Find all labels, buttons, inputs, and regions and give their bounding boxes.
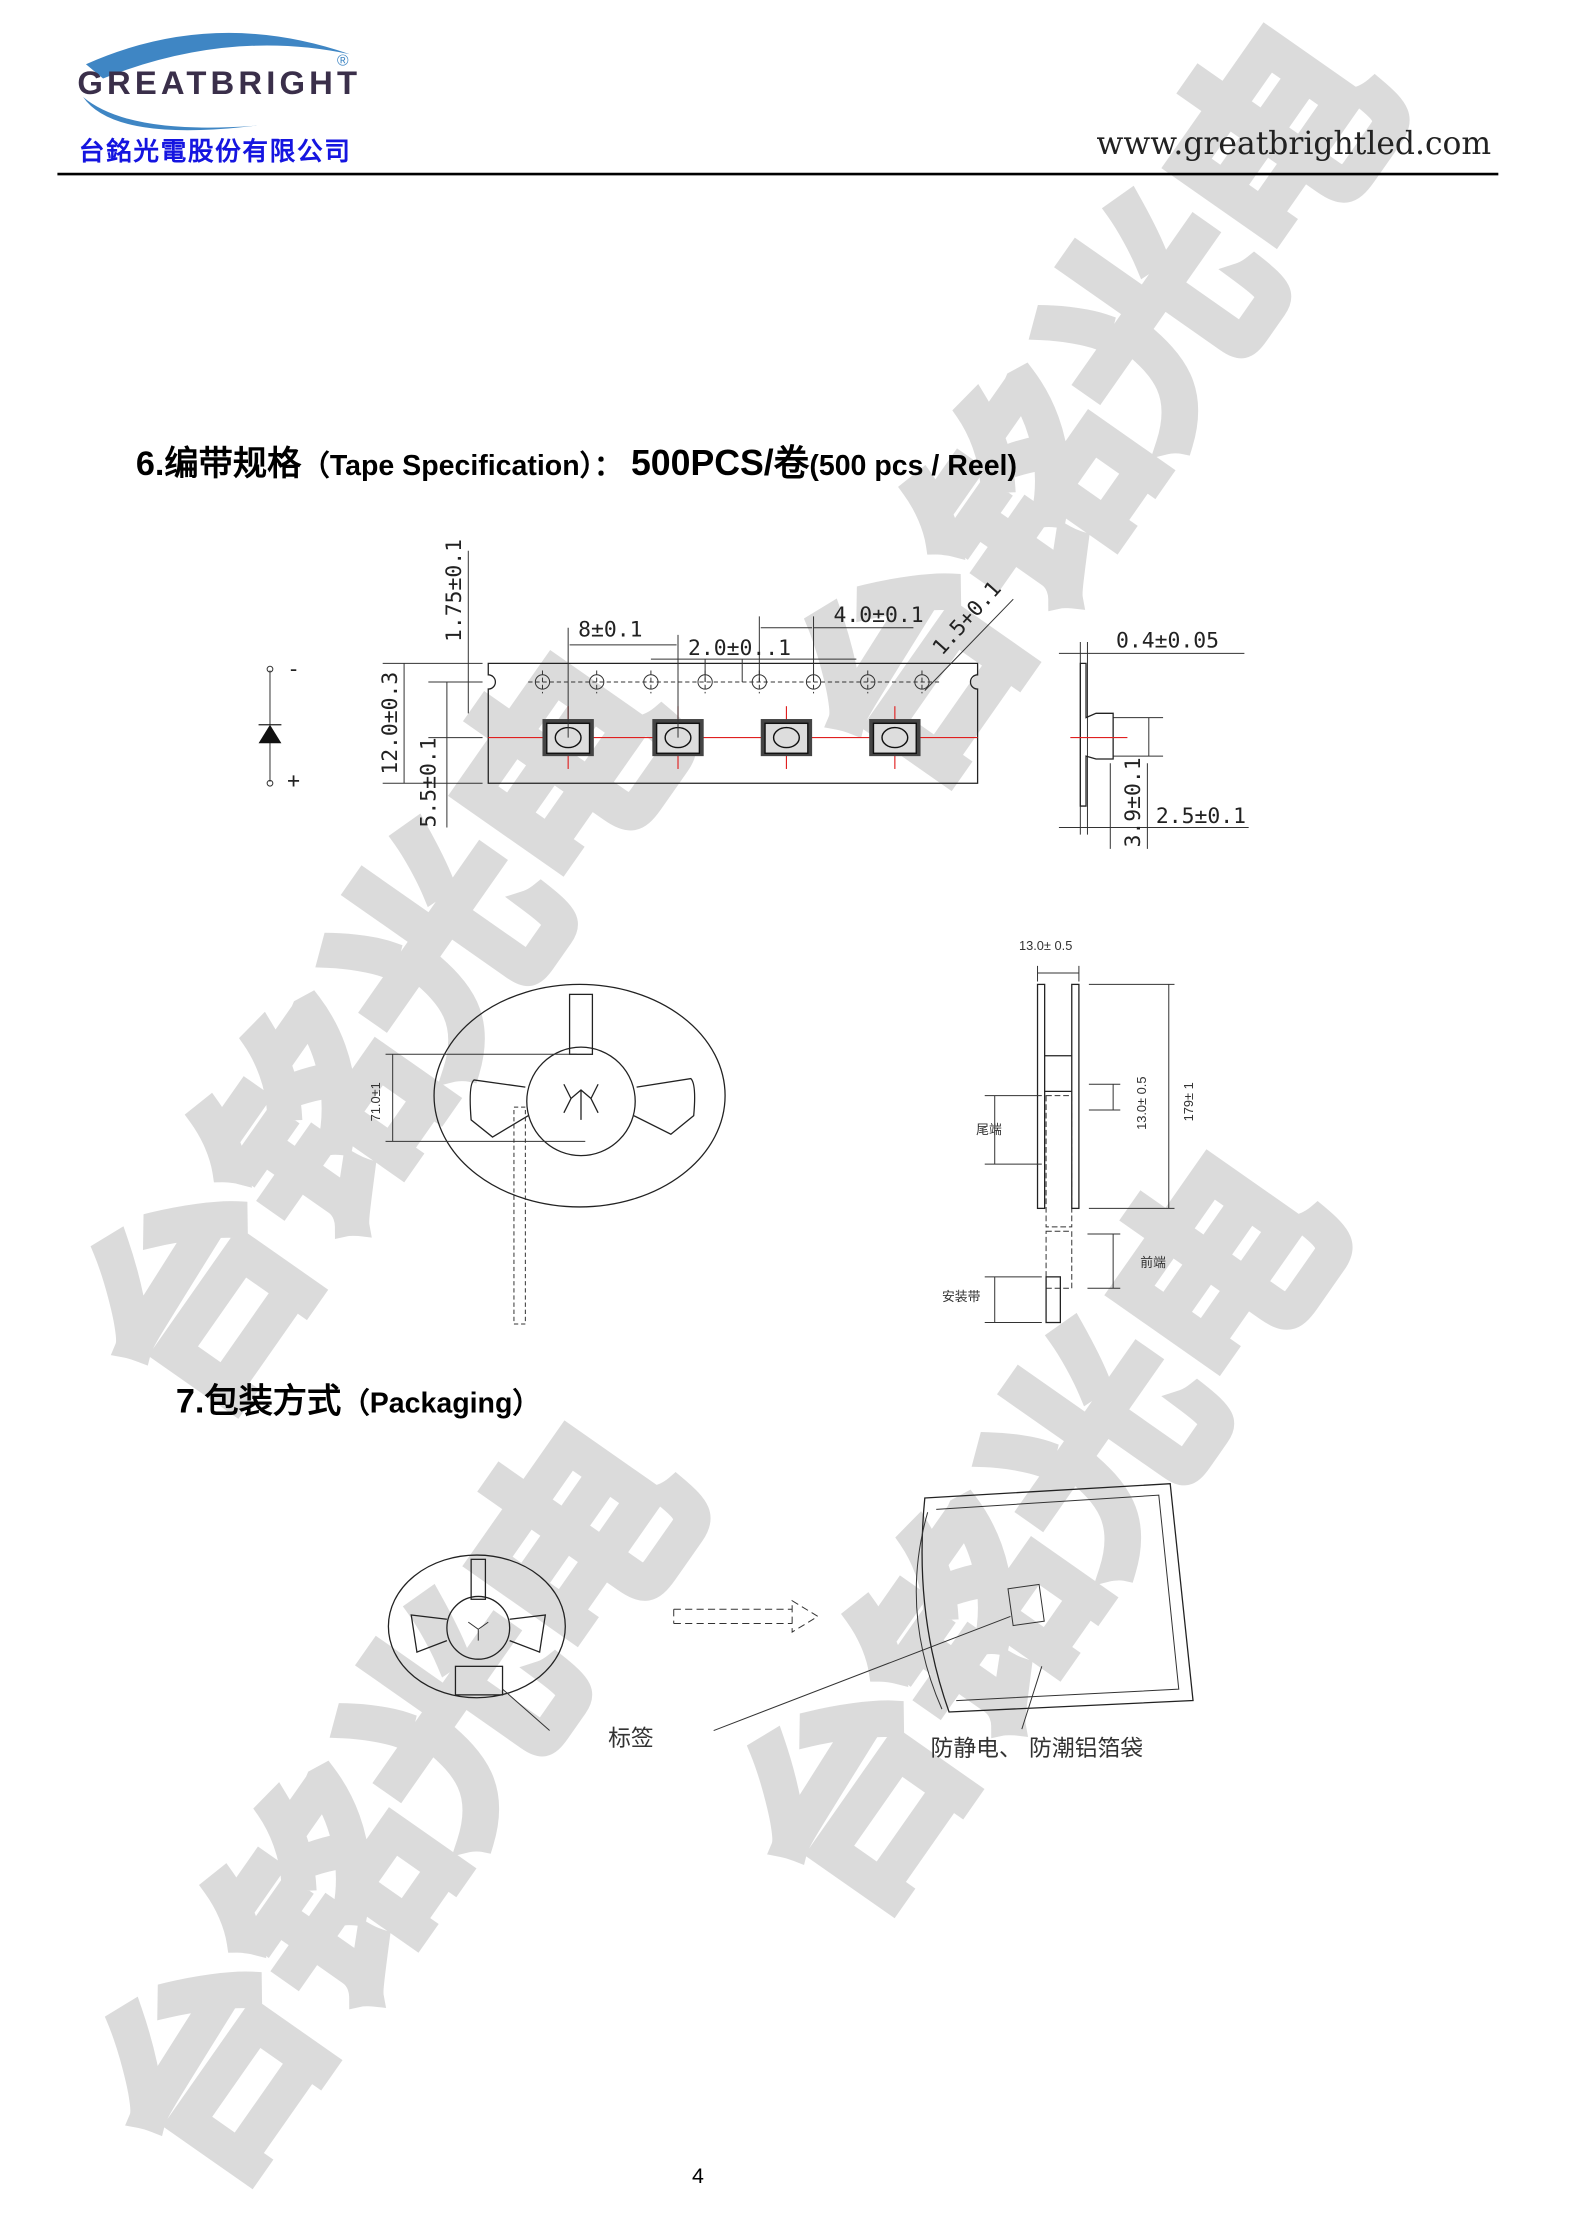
svg-text:13.0± 0.5: 13.0± 0.5 (1134, 1077, 1149, 1130)
svg-text:13.0± 0.5: 13.0± 0.5 (1019, 938, 1072, 953)
packaging-diagram: 标签 防静电、 防潮铝箔袋 (387, 1483, 1194, 1762)
watermark: 台铭光电 台铭光电 台铭光电 台铭光电 (28, 0, 1456, 2236)
svg-text:2.0±0..1: 2.0±0..1 (688, 636, 791, 661)
page-number: 4 (692, 2164, 704, 2188)
moisture-barrier-bag (713, 1483, 1194, 1732)
company-logo: GREATBRIGHT ® (77, 32, 357, 131)
svg-text:台铭光电: 台铭光电 (751, 0, 1446, 828)
svg-text:1.75±0.1: 1.75±0.1 (442, 539, 467, 642)
reel-side-diagram: 13.0± 0.5 13.0± 0.5 179± 1 尾端 前端 安装带 (942, 938, 1196, 1324)
reel-front-diagram: 71.0±1 (368, 983, 726, 1325)
section6-heading: 6.编带规格（Tape Specification）：500PCS/卷(500 … (136, 443, 1017, 483)
svg-text:®: ® (337, 53, 349, 70)
svg-text:台铭光电: 台铭光电 (694, 1111, 1389, 1955)
svg-text:台铭光电: 台铭光电 (52, 1382, 747, 2226)
svg-text:3.9±0.1: 3.9±0.1 (1121, 757, 1146, 847)
svg-text:8±0.1: 8±0.1 (578, 617, 642, 642)
company-name: 台銘光電股份有限公司 (79, 136, 350, 167)
svg-text:12.0±0.3: 12.0±0.3 (378, 672, 403, 775)
svg-text:5.5±0.1: 5.5±0.1 (416, 737, 441, 827)
svg-text:+: + (287, 769, 300, 794)
section7-heading: 7.包装方式（Packaging） (176, 1382, 541, 1420)
svg-text:0.4±0.05: 0.4±0.05 (1116, 629, 1219, 654)
svg-text:2.5±0.1: 2.5±0.1 (1156, 804, 1246, 829)
sprocket-holes (528, 670, 940, 694)
svg-text:-: - (287, 657, 300, 682)
bag-caption: 防静电、 防潮铝箔袋 (931, 1736, 1144, 1762)
svg-text:前端: 前端 (1140, 1255, 1166, 1270)
arrow-icon (673, 1599, 819, 1633)
tape-strip (513, 1106, 526, 1325)
svg-text:71.0±1: 71.0±1 (368, 1082, 383, 1121)
diode-icon: - + (258, 657, 300, 794)
svg-text:尾端: 尾端 (976, 1122, 1002, 1137)
label-tag-caption: 标签 (608, 1726, 654, 1752)
svg-text:179± 1: 179± 1 (1181, 1082, 1196, 1121)
website-url: www.greatbrightled.com (1097, 126, 1492, 162)
svg-text:4.0±0.1: 4.0±0.1 (834, 603, 924, 628)
svg-text:安装带: 安装带 (942, 1289, 981, 1304)
label-tag (454, 1665, 504, 1696)
svg-text:GREATBRIGHT: GREATBRIGHT (77, 64, 357, 101)
